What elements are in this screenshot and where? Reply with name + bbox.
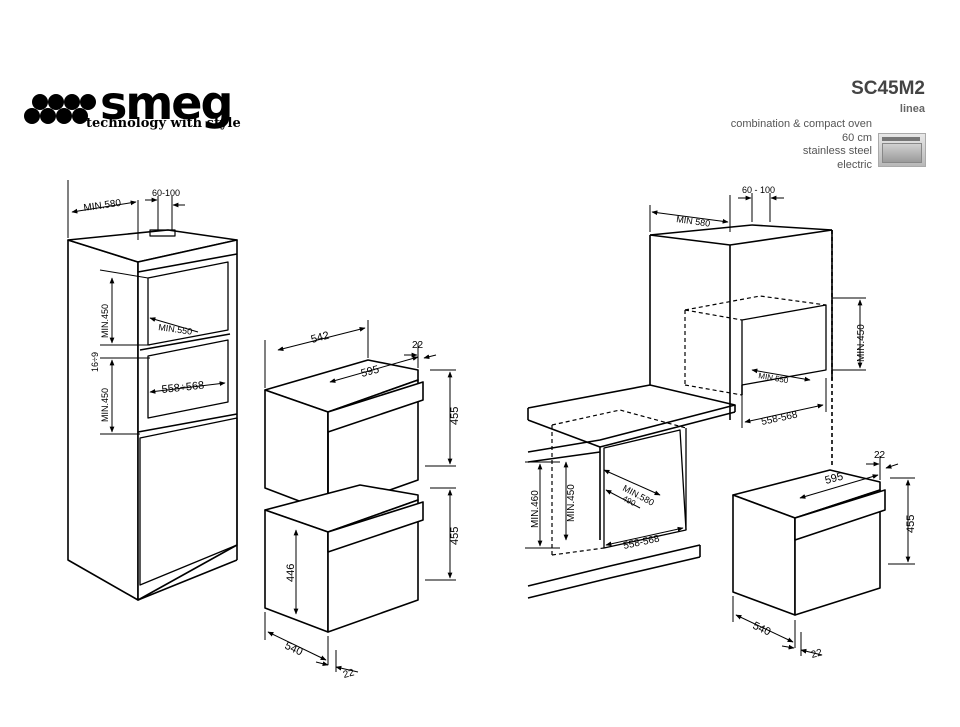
logo-dots-icon: [24, 94, 96, 124]
left-column-cabinet: [67, 180, 238, 601]
brand-name: smeg: [100, 76, 233, 130]
dim-center-height455-lower: 455: [449, 527, 461, 545]
dim-under-min450: MIN.450: [566, 484, 577, 522]
dim-right-min580: MIN 580: [676, 214, 711, 229]
dim-under-min460: MIN.460: [530, 490, 541, 528]
dim-center-width595: 595: [360, 364, 381, 380]
dim-right-min550: MIN 550: [758, 371, 790, 385]
right-oven: [732, 456, 915, 656]
dim-center-front22-lower: 22: [342, 667, 356, 681]
dim-center-depth540: 540: [283, 640, 305, 659]
dim-rightoven-front22: 22: [874, 450, 886, 461]
dim-rightoven-front22-lower: 22: [810, 647, 824, 661]
under-counter-cabinet: [525, 384, 736, 599]
dim-center-inner446: 446: [285, 564, 297, 582]
spec-width: 60 cm: [842, 131, 872, 144]
center-lower-oven: [264, 484, 456, 673]
spec-finish: stainless steel: [802, 145, 872, 157]
center-upper-oven: [264, 320, 456, 513]
spec-power: electric: [837, 158, 872, 171]
dim-center-front22: 22: [412, 340, 424, 351]
spec-list: combination & compact oven 60 cm stainle…: [731, 118, 872, 172]
dim-rightoven-height455: 455: [905, 515, 917, 533]
dim-left-width: 558÷568: [161, 380, 205, 396]
right-column-cabinet: [649, 193, 866, 465]
dim-under-width: 558-568: [622, 533, 661, 551]
dim-left-min550: MIN.550: [158, 322, 193, 337]
dim-right-min450: MIN.450: [856, 324, 867, 362]
product-thumbnail: [878, 133, 926, 167]
brand-tagline: technology with style: [86, 116, 241, 131]
product-header: SC45M2 linea: [851, 78, 925, 115]
dim-right-width: 558-568: [760, 409, 799, 427]
dim-left-min580: MIN.580: [83, 198, 122, 214]
dim-left-min450-bottom: MIN.450: [100, 388, 110, 422]
thumbnail-control-band: [882, 137, 920, 141]
dim-rightoven-width595: 595: [824, 471, 845, 487]
dim-center-depth542: 542: [310, 330, 331, 346]
thumbnail-door: [882, 143, 922, 163]
dim-left-vent: 60-100: [152, 188, 180, 198]
dim-center-height455: 455: [449, 407, 461, 425]
smeg-logo: smeg technology with style: [22, 78, 262, 134]
dim-left-gap: 16÷9: [90, 352, 100, 372]
model-code: SC45M2: [851, 78, 925, 99]
dim-right-vent: 60 - 100: [742, 185, 775, 195]
dim-left-min450-top: MIN.450: [100, 304, 110, 338]
dim-rightoven-depth540: 540: [751, 620, 773, 639]
product-line: linea: [899, 103, 925, 115]
spec-type: combination & compact oven: [730, 118, 872, 130]
